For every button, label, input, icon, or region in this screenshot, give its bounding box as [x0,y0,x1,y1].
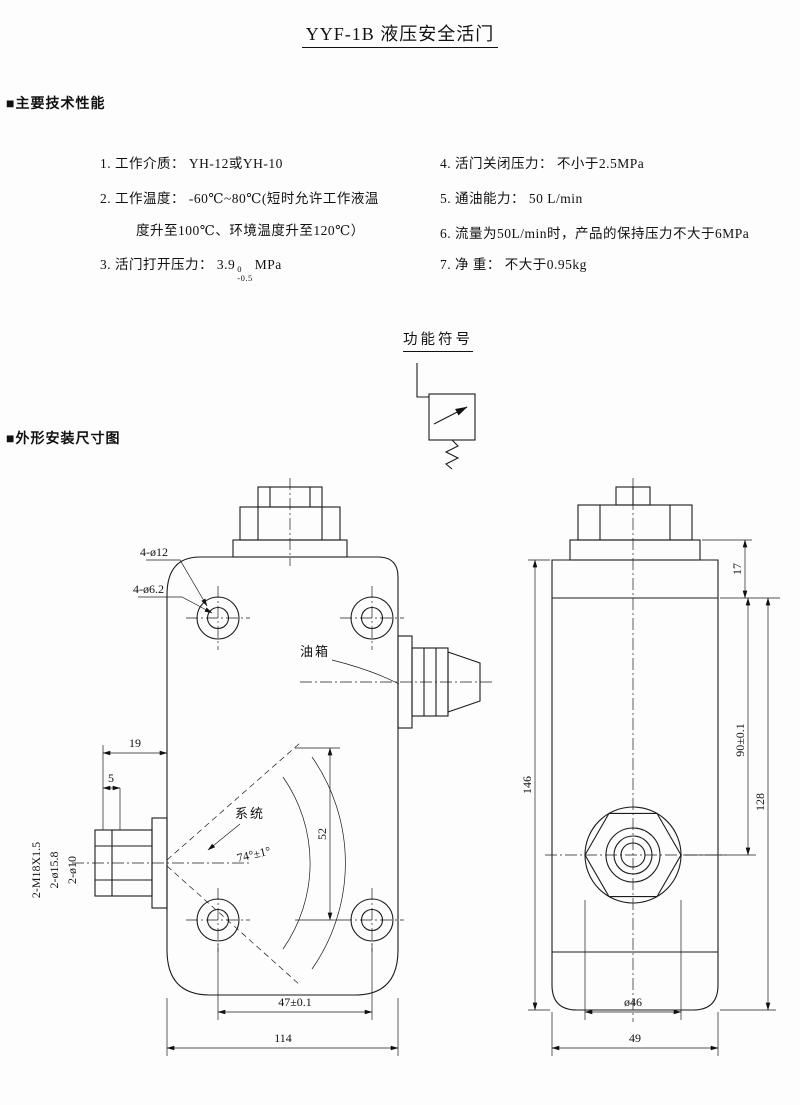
dim-label-52: 52 [315,828,329,840]
dim-label-146: 146 [520,776,534,794]
dim-label-114: 114 [274,1031,292,1045]
dim-label-port-outer: 2-ø15.8 [47,852,61,889]
tolerance-stack: 0-0.5 [237,264,253,284]
spec-item-7: 7. 净 重： 不大于0.95kg [440,257,587,272]
dim-label-port-inner: 2-ø10 [65,856,79,884]
dim-label-angle: 74°±1° [236,844,273,865]
spec-item-6: 6. 流量为50L/min时，产品的保持压力不大于6MPa [440,226,750,241]
dim-label-19: 19 [129,736,141,750]
dim-label-d46: ø46 [624,995,642,1009]
spec-item-2-line2: 度升至100℃、环境温度升至120℃） [136,223,365,238]
dim-label-17: 17 [730,563,744,575]
dim-label-holes-outer: 4-ø12 [140,545,168,559]
front-view-drawing [72,478,492,996]
tolerance-upper: 0 [237,264,242,274]
spec-item-3-text: 3. 活门打开压力： 3.9 [100,257,236,272]
side-view-dimensions: 17 146 90±0.1 128 ø46 49 [520,539,780,1056]
spec-item-3-unit: MPa [254,257,282,272]
dim-label-holes-inner: 4-ø6.2 [133,582,164,596]
system-port-label: 系统 [235,806,265,821]
section-heading-tech: ■主要技术性能 [6,97,106,112]
doc-title: YYF-1B 液压安全活门 [301,24,499,48]
dim-label-thread: 2-M18X1.5 [29,842,43,898]
spec-item-5: 5. 通油能力： 50 L/min [440,191,583,206]
dim-label-5: 5 [108,771,114,785]
dim-label-49: 49 [629,1031,641,1045]
spec-item-2-line1: 2. 工作温度： -60℃~80℃(短时允许工作液温 [100,191,379,206]
front-view-dimensions: 4-ø12 4-ø6.2 油箱 系统 74°±1° 19 5 2-M18X1.5… [29,545,400,1056]
title-row: YYF-1B 液压安全活门 [0,20,800,48]
function-symbol-heading: 功能符号 [403,328,473,352]
side-view-drawing [545,478,726,1022]
function-symbol-drawing [416,363,476,470]
dim-label-128: 128 [753,793,767,811]
dim-label-90: 90±0.1 [733,723,747,757]
dim-label-47: 47±0.1 [278,995,312,1009]
spec-item-4: 4. 活门关闭压力： 不小于2.5MPa [440,156,645,171]
tolerance-lower: -0.5 [237,273,253,284]
section-heading-outline: ■外形安装尺寸图 [6,432,121,447]
tank-port-label: 油箱 [300,644,330,659]
spec-item-1: 1. 工作介质： YH-12或YH-10 [100,156,283,171]
